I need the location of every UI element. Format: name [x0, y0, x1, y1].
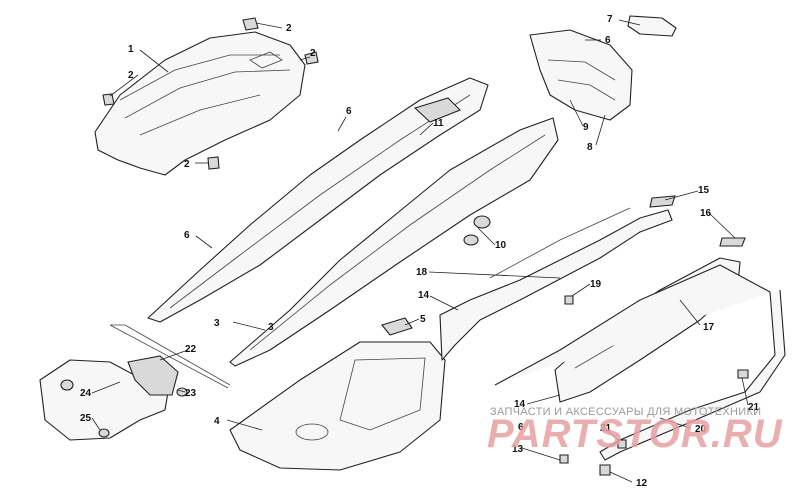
watermark-tagline: ЗАПЧАСТИ И АКСЕССУАРЫ ДЛЯ МОТОТЕХНИКИ: [490, 406, 761, 418]
callout-10: 10: [495, 240, 507, 251]
callout-3: 3: [214, 318, 220, 329]
callout-11: 11: [433, 118, 444, 129]
callout-20: 20: [695, 424, 707, 435]
seat-cover-part: [94, 31, 306, 176]
callout-24: 24: [80, 388, 92, 399]
callout-2: 2: [184, 159, 190, 170]
callout-19: 19: [590, 279, 602, 290]
callout-23: 23: [185, 388, 197, 399]
callout-6: 6: [184, 230, 190, 241]
callout-6: 6: [346, 106, 352, 117]
tunnel-rail-parts: [439, 207, 786, 461]
hardware-parts: [559, 295, 749, 476]
callout-13: 13: [512, 444, 524, 455]
watermark: ЗАПЧАСТИ И АКСЕССУАРЫ ДЛЯ МОТОТЕХНИКИ PA…: [487, 406, 783, 456]
callout-labels: 1 2 2 2 2 6 6 6 6 3 3 4 5 7 8 9 10 11 12…: [80, 14, 760, 489]
watermark-brand-right: TOR.RU: [624, 412, 783, 456]
grommet-parts: [463, 215, 491, 246]
watermark-brand-left: PARTS: [487, 412, 624, 456]
callout-22: 22: [185, 344, 197, 355]
bracket-set-parts: [39, 324, 231, 441]
callout-2: 2: [310, 48, 316, 59]
side-panel-parts: [147, 77, 559, 367]
callout-2: 2: [286, 23, 292, 34]
callout-17: 17: [703, 322, 715, 333]
rear-bumper-assembly: [529, 15, 677, 121]
callout-21: 21: [748, 402, 760, 413]
callout-6: 6: [518, 422, 524, 433]
callout-12: 12: [636, 478, 648, 489]
storage-tub-part: [229, 341, 446, 471]
callout-21: 21: [600, 423, 612, 434]
callout-3: 3: [268, 322, 274, 333]
callout-1: 1: [128, 44, 134, 55]
callout-18: 18: [416, 267, 428, 278]
callout-14: 14: [514, 399, 526, 410]
callout-14: 14: [418, 290, 430, 301]
callout-8: 8: [587, 142, 593, 153]
callout-9: 9: [583, 122, 589, 133]
leader-lines: [91, 19, 749, 483]
callout-4: 4: [214, 416, 220, 427]
callout-25: 25: [80, 413, 92, 424]
clip-parts: [102, 17, 319, 170]
callout-2: 2: [128, 70, 134, 81]
callout-7: 7: [607, 14, 613, 25]
callout-5: 5: [420, 314, 426, 325]
callout-16: 16: [700, 208, 712, 219]
callout-6: 6: [605, 35, 611, 46]
callout-15: 15: [698, 185, 710, 196]
